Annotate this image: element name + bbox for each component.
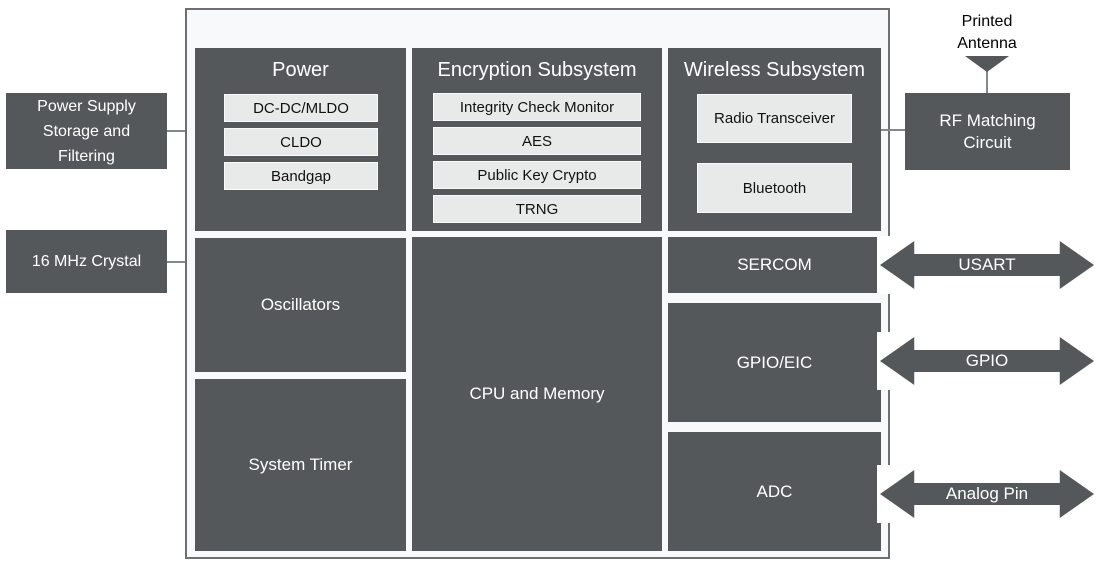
subblock-bandgap: Bandgap (224, 162, 378, 190)
connector-power-supply (166, 130, 196, 132)
analog-pin-label: Analog Pin (945, 484, 1029, 503)
subblock-bluetooth: Bluetooth (697, 163, 852, 213)
subblock-trng: TRNG (433, 195, 641, 223)
gpio-pin-label: GPIO (965, 351, 1009, 370)
rf-matching-block: RF Matching Circuit (905, 93, 1070, 170)
analog-pin-arrow: Analog Pin (880, 470, 1094, 518)
system-timer-block: System Timer (195, 379, 406, 551)
adc-block: ADC (668, 432, 881, 551)
usart-pin-arrow: USART (880, 241, 1094, 289)
sercom-block: SERCOM (668, 237, 881, 293)
usart-pin-label: USART (958, 255, 1016, 274)
antenna-icon (965, 56, 1009, 72)
oscillators-block: Oscillators (195, 238, 406, 372)
gpio-pin-arrow: GPIO (880, 337, 1094, 385)
connector-crystal (166, 261, 196, 263)
printed-antenna-label: Printed Antenna (957, 13, 1017, 52)
wireless-group-title: Wireless Subsystem (683, 59, 866, 81)
antenna-feed-line (986, 60, 988, 94)
subblock-radio-transceiver: Radio Transceiver (697, 94, 852, 143)
encryption-group-title: Encryption Subsystem (437, 59, 637, 81)
subblock-cldo: CLDO (224, 128, 378, 156)
subblock-dcdc-mldo: DC-DC/MLDO (224, 94, 378, 122)
subblock-integrity-check-monitor: Integrity Check Monitor (433, 93, 641, 121)
subblock-aes: AES (433, 127, 641, 155)
cpu-memory-block: CPU and Memory (412, 237, 662, 551)
gpio-eic-block: GPIO/EIC (668, 303, 881, 422)
subblock-public-key-crypto: Public Key Crypto (433, 161, 641, 189)
power-group-title: Power (272, 59, 329, 81)
connector-rf (880, 129, 907, 131)
power-supply-block: Power Supply Storage and Filtering (6, 93, 167, 169)
crystal-block: 16 MHz Crystal (6, 230, 167, 293)
